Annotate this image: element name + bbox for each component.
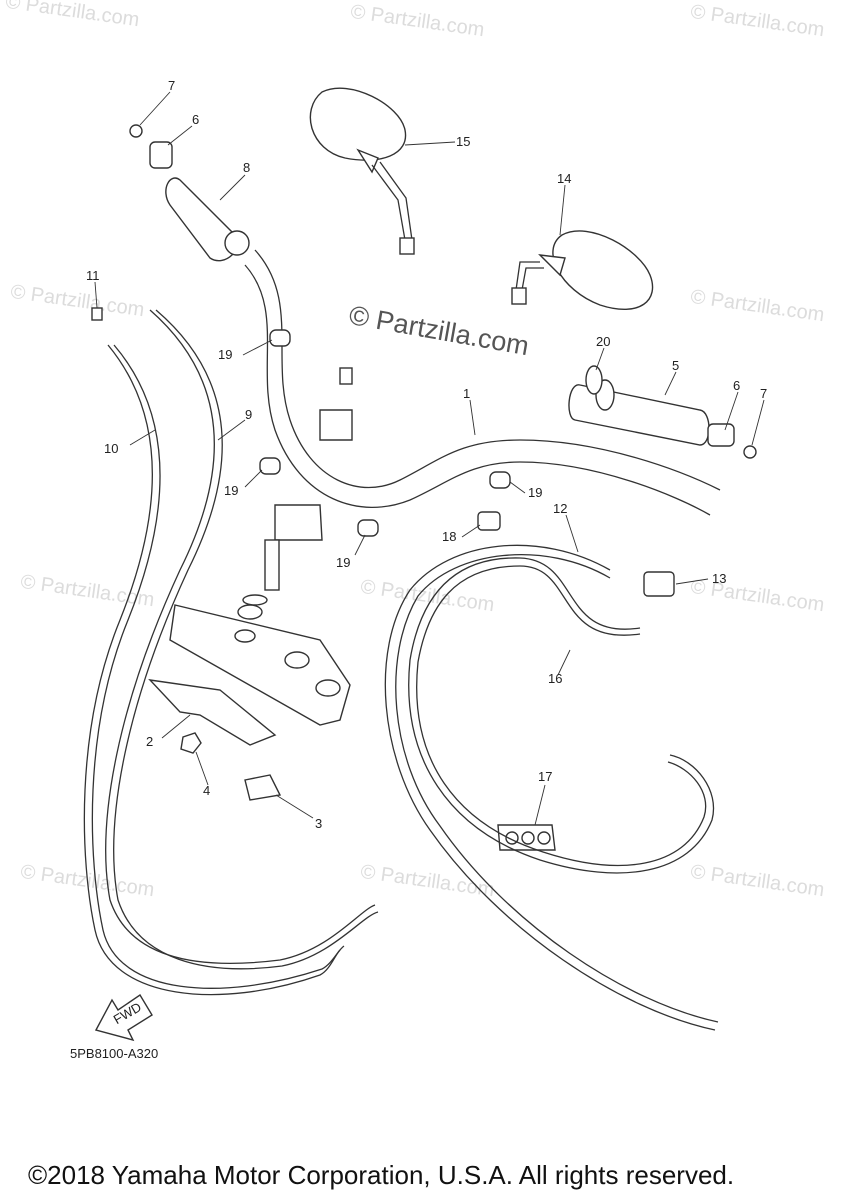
callout-10: 10 <box>104 441 118 456</box>
callout-20: 20 <box>596 334 610 349</box>
callout-17: 17 <box>538 769 552 784</box>
bar-end-weight-6-right[interactable] <box>707 423 735 447</box>
callout-19: 19 <box>224 483 238 498</box>
clip-19-d[interactable] <box>357 519 379 537</box>
handlebar-holder[interactable] <box>242 367 353 606</box>
callout-11: 11 <box>86 268 100 283</box>
callout-4: 4 <box>203 783 210 798</box>
cable-12[interactable] <box>384 544 719 1031</box>
clip-19-a[interactable] <box>269 329 291 347</box>
callout-14: 14 <box>557 171 571 186</box>
callout-9: 9 <box>245 407 252 422</box>
callout-19: 19 <box>528 485 542 500</box>
callout-7: 7 <box>168 78 175 93</box>
grip-8[interactable] <box>165 177 250 262</box>
callout-1: 1 <box>463 386 470 401</box>
copyright-notice: ©2018 Yamaha Motor Corporation, U.S.A. A… <box>28 1160 735 1190</box>
callout-16: 16 <box>548 671 562 686</box>
bar-end-weight-6-left[interactable] <box>149 141 173 169</box>
leader-lines <box>94 91 765 826</box>
callout-19: 19 <box>218 347 232 362</box>
callout-6: 6 <box>733 378 740 393</box>
diagram-code: 5PB8100-A320 <box>70 1046 159 1061</box>
callout-13: 13 <box>712 571 726 586</box>
callout-2: 2 <box>146 734 153 749</box>
callout-6: 6 <box>192 112 199 127</box>
cable-9[interactable] <box>105 309 379 970</box>
callouts: 7 6 8 15 14 20 5 6 7 1 11 19 9 10 19 19 … <box>86 78 767 831</box>
callout-3: 3 <box>315 816 322 831</box>
callout-8: 8 <box>243 160 250 175</box>
callout-18: 18 <box>442 529 456 544</box>
bar-end-screw-7-right[interactable] <box>743 445 757 459</box>
cable-10[interactable] <box>83 344 345 996</box>
cable-16[interactable] <box>408 557 715 874</box>
callout-15: 15 <box>456 134 470 149</box>
clip-19-b[interactable] <box>259 457 281 475</box>
handlebar-1[interactable] <box>244 249 721 516</box>
callout-12: 12 <box>553 501 567 516</box>
callout-7: 7 <box>760 386 767 401</box>
callout-5: 5 <box>672 358 679 373</box>
collar-20[interactable] <box>585 365 603 395</box>
nut-4[interactable] <box>180 732 202 754</box>
clip-19-c[interactable] <box>489 471 511 489</box>
cable-guide-2[interactable] <box>148 679 277 746</box>
clamp-18[interactable] <box>477 511 501 531</box>
callout-19: 19 <box>336 555 350 570</box>
bar-end-screw-7-left[interactable] <box>129 124 143 138</box>
upper-bracket[interactable] <box>169 604 351 726</box>
fwd-arrow: FWD <box>94 994 153 1042</box>
adjuster-13[interactable] <box>643 571 675 597</box>
clamp-3[interactable] <box>244 774 282 801</box>
mirror-right-14[interactable] <box>511 230 654 310</box>
mirror-left-15[interactable] <box>309 87 415 255</box>
bolt-11[interactable] <box>91 307 103 321</box>
